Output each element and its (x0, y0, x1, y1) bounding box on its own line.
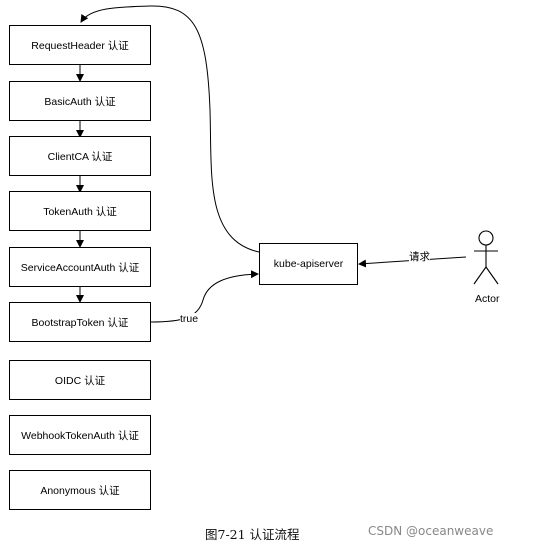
watermark: CSDN @oceanweave (368, 524, 494, 538)
auth-step-oidc: OIDC 认证 (9, 360, 151, 400)
auth-step-label: WebhookTokenAuth 认证 (21, 429, 139, 442)
auth-step-webhooktokenauth: WebhookTokenAuth 认证 (9, 415, 151, 455)
actor-icon (473, 230, 499, 285)
arrow-bootstrap-true-to-apiserver (150, 270, 259, 323)
auth-step-bootstraptoken: BootstrapToken 认证 (9, 302, 151, 342)
true-label: true (180, 313, 199, 325)
auth-step-label: BasicAuth 认证 (44, 95, 116, 108)
auth-step-tokenauth: TokenAuth 认证 (9, 191, 151, 231)
kube-apiserver-box: kube-apiserver (259, 243, 358, 285)
actor-label: Actor (475, 293, 500, 305)
auth-step-clientca: ClientCA 认证 (9, 136, 151, 176)
kube-apiserver-label: kube-apiserver (273, 258, 344, 270)
auth-step-label: RequestHeader 认证 (31, 39, 129, 52)
auth-step-label: TokenAuth 认证 (43, 205, 117, 218)
arrow-apiserver-to-requestheader (80, 5, 260, 253)
auth-step-label: OIDC 认证 (54, 374, 106, 387)
auth-step-label: ClientCA 认证 (47, 150, 113, 163)
auth-step-label: Anonymous 认证 (40, 484, 120, 497)
auth-step-requestheader: RequestHeader 认证 (9, 25, 151, 65)
auth-step-serviceaccountauth: ServiceAccountAuth 认证 (9, 247, 151, 287)
figure-caption: 图7-21 认证流程 (205, 527, 300, 542)
auth-step-basicauth: BasicAuth 认证 (9, 81, 151, 121)
request-label: 请求 (409, 249, 430, 264)
auth-step-label: ServiceAccountAuth 认证 (20, 261, 140, 274)
auth-step-anonymous: Anonymous 认证 (9, 470, 151, 510)
auth-step-label: BootstrapToken 认证 (31, 316, 129, 329)
